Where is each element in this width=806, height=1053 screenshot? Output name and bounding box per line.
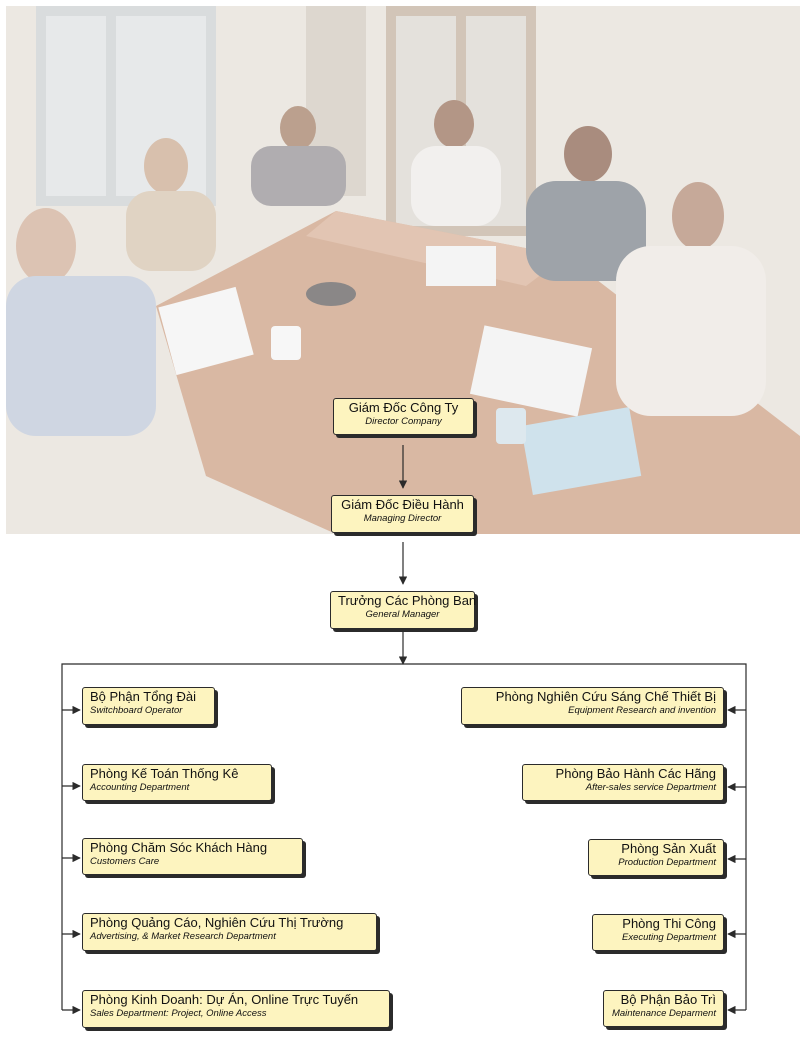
node-managing-director: Giám Đốc Điều Hành Managing Director [331, 495, 474, 533]
node-title-vi: Phòng Kế Toán Thống Kê [90, 766, 239, 781]
node-title-vi: Bộ Phận Bảo Trì [620, 992, 716, 1007]
node-title-en: After-sales service Department [585, 782, 716, 794]
node-sales-department: Phòng Kinh Doanh: Dự Án, Online Trực Tuy… [82, 990, 390, 1028]
node-executing-department: Phòng Thi Công Executing Department [592, 914, 724, 951]
node-title-en: General Manager [365, 609, 440, 621]
node-title-en: Accounting Department [90, 782, 190, 794]
node-title-vi: Phòng Thi Công [622, 916, 716, 931]
node-maintenance-department: Bộ Phận Bảo Trì Maintenance Deparment [603, 990, 724, 1027]
node-switchboard-operator: Bộ Phận Tổng Đài Switchboard Operator [82, 687, 215, 725]
node-accounting-department: Phòng Kế Toán Thống Kê Accounting Depart… [82, 764, 272, 801]
node-title-en: Director Company [365, 416, 442, 428]
node-title-en: Sales Department: Project, Online Access [90, 1008, 267, 1020]
node-title-en: Managing Director [363, 513, 442, 525]
node-title-vi: Phòng Nghiên Cứu Sáng Chế Thiết Bị [495, 689, 716, 704]
node-advertising-market-research: Phòng Quảng Cáo, Nghiên Cứu Thị Trường A… [82, 913, 377, 951]
node-title-en: Advertising, & Market Research Departmen… [90, 931, 276, 943]
node-title-vi: Trưởng Các Phòng Ban [338, 593, 477, 608]
node-equipment-research: Phòng Nghiên Cứu Sáng Chế Thiết Bị Equip… [461, 687, 724, 725]
node-title-en: Production Department [618, 857, 716, 869]
node-general-manager: Trưởng Các Phòng Ban General Manager [330, 591, 477, 629]
node-title-vi: Phòng Chăm Sóc Khách Hàng [90, 840, 268, 855]
node-title-en: Maintenance Deparment [611, 1008, 716, 1020]
node-director-company: Giám Đốc Công Ty Director Company [333, 398, 474, 435]
node-title-vi: Giám Đốc Điều Hành [341, 497, 464, 512]
node-title-vi: Giám Đốc Công Ty [348, 400, 459, 415]
node-production-department: Phòng Sản Xuất Production Department [588, 839, 724, 876]
meeting-photo [6, 6, 800, 534]
node-title-en: Equipment Research and invention [568, 705, 716, 717]
node-title-en: Customers Care [90, 856, 160, 868]
node-title-vi: Phòng Sản Xuất [621, 841, 716, 856]
node-title-en: Executing Department [622, 932, 716, 944]
node-title-en: Switchboard Operator [90, 705, 183, 717]
node-title-vi: Phòng Bảo Hành Các Hãng [555, 766, 716, 781]
node-after-sales-service: Phòng Bảo Hành Các Hãng After-sales serv… [522, 764, 724, 801]
node-title-vi: Phòng Kinh Doanh: Dự Án, Online Trực Tuy… [90, 992, 359, 1007]
node-customers-care: Phòng Chăm Sóc Khách Hàng Customers Care [82, 838, 303, 875]
node-title-vi: Phòng Quảng Cáo, Nghiên Cứu Thị Trường [90, 915, 344, 930]
node-title-vi: Bộ Phận Tổng Đài [90, 689, 196, 704]
